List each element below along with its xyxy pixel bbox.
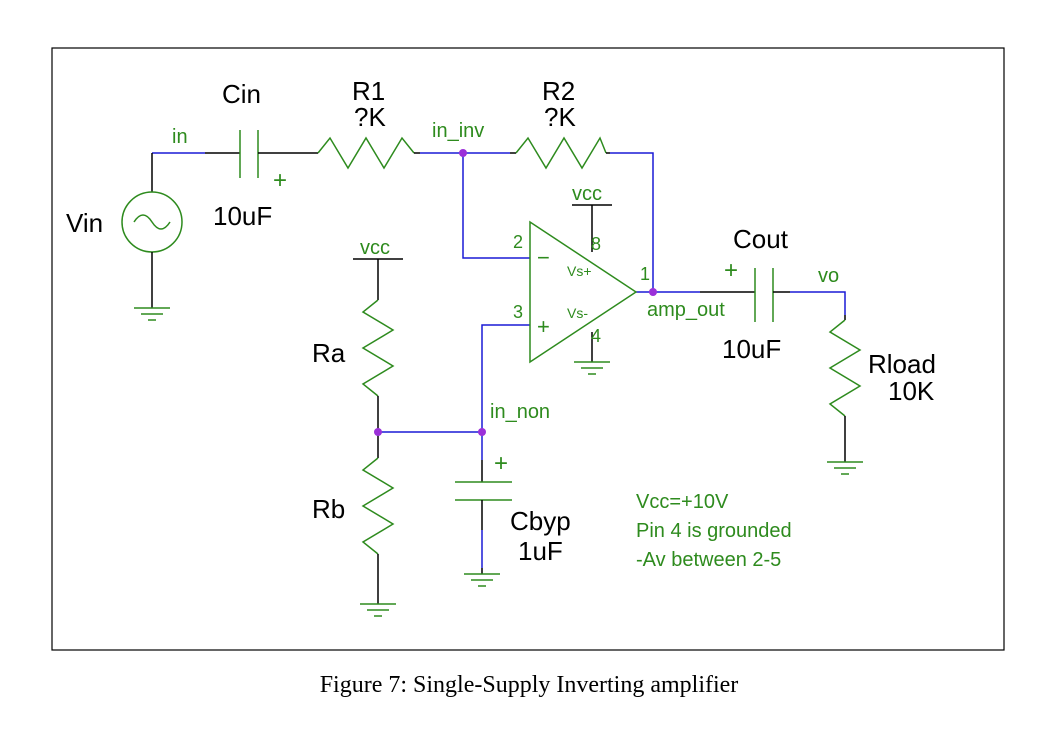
- r1-name: R1: [352, 76, 385, 106]
- cout-name: Cout: [733, 224, 789, 254]
- cin-value: 10uF: [213, 201, 272, 231]
- figure-caption: Figure 7: Single-Supply Inverting amplif…: [319, 672, 739, 698]
- r2-resistor: [510, 136, 610, 170]
- note-pin4: Pin 4 is grounded: [636, 520, 792, 542]
- cbyp-capacitor: [455, 460, 512, 587]
- rload-resistor: [827, 315, 863, 475]
- rb-name: Rb: [312, 494, 345, 524]
- ground-icon: [360, 603, 396, 617]
- rb-resistor: [360, 432, 396, 617]
- net-vcc-opamp-label: vcc: [572, 183, 602, 205]
- cout-polarity: +: [724, 257, 738, 284]
- ground-icon: [574, 361, 610, 375]
- cbyp-polarity: +: [494, 450, 508, 477]
- opamp-vs-minus: Vs-: [567, 305, 588, 321]
- net-in-non-label: in_non: [490, 401, 550, 423]
- opamp-symbol: [529, 204, 638, 375]
- net-in-label: in: [172, 126, 188, 148]
- net-vcc-ra-label: vcc: [360, 237, 390, 259]
- opamp-pin8: 8: [591, 234, 601, 254]
- cin-capacitor: [205, 130, 310, 178]
- wires: [152, 152, 846, 568]
- ground-icon: [464, 573, 500, 587]
- ra-name: Ra: [312, 338, 346, 368]
- ground-icon: [827, 461, 863, 475]
- ground-icon: [134, 307, 170, 321]
- opamp-pin4: 4: [591, 326, 601, 346]
- note-vcc: Vcc=+10V: [636, 491, 729, 513]
- opamp-vs-plus: Vs+: [567, 263, 592, 279]
- note-av: -Av between 2-5: [636, 549, 781, 571]
- rload-name: Rload: [868, 349, 936, 379]
- r2-name: R2: [542, 76, 575, 106]
- r2-value: ?K: [544, 102, 576, 132]
- schematic-frame: [51, 47, 1005, 651]
- cin-name: Cin: [222, 79, 261, 109]
- cin-polarity: +: [273, 167, 287, 194]
- cbyp-name: Cbyp: [510, 506, 571, 536]
- junction-ra-rb: [374, 428, 382, 436]
- r1-value: ?K: [354, 102, 386, 132]
- cbyp-value: 1uF: [518, 536, 563, 566]
- vin-source: [121, 153, 183, 321]
- net-vo-label: vo: [818, 265, 839, 287]
- vin-name: Vin: [66, 208, 103, 238]
- net-in-inv-label: in_inv: [432, 120, 484, 142]
- rload-value: 10K: [888, 376, 935, 406]
- opamp-pin2: 2: [513, 232, 523, 252]
- junction-in-non: [478, 428, 486, 436]
- opamp-noninverting-sign: +: [537, 314, 550, 339]
- opamp-inverting-sign: −: [537, 245, 550, 270]
- cout-value: 10uF: [722, 334, 781, 364]
- junction-amp-out: [649, 288, 657, 296]
- r1-resistor: [310, 136, 420, 170]
- junction-in-inv: [459, 149, 467, 157]
- ra-resistor: [353, 258, 403, 432]
- opamp-pin1: 1: [640, 264, 650, 284]
- net-amp-out-label: amp_out: [647, 299, 725, 321]
- cout-capacitor: [700, 268, 790, 322]
- opamp-pin3: 3: [513, 302, 523, 322]
